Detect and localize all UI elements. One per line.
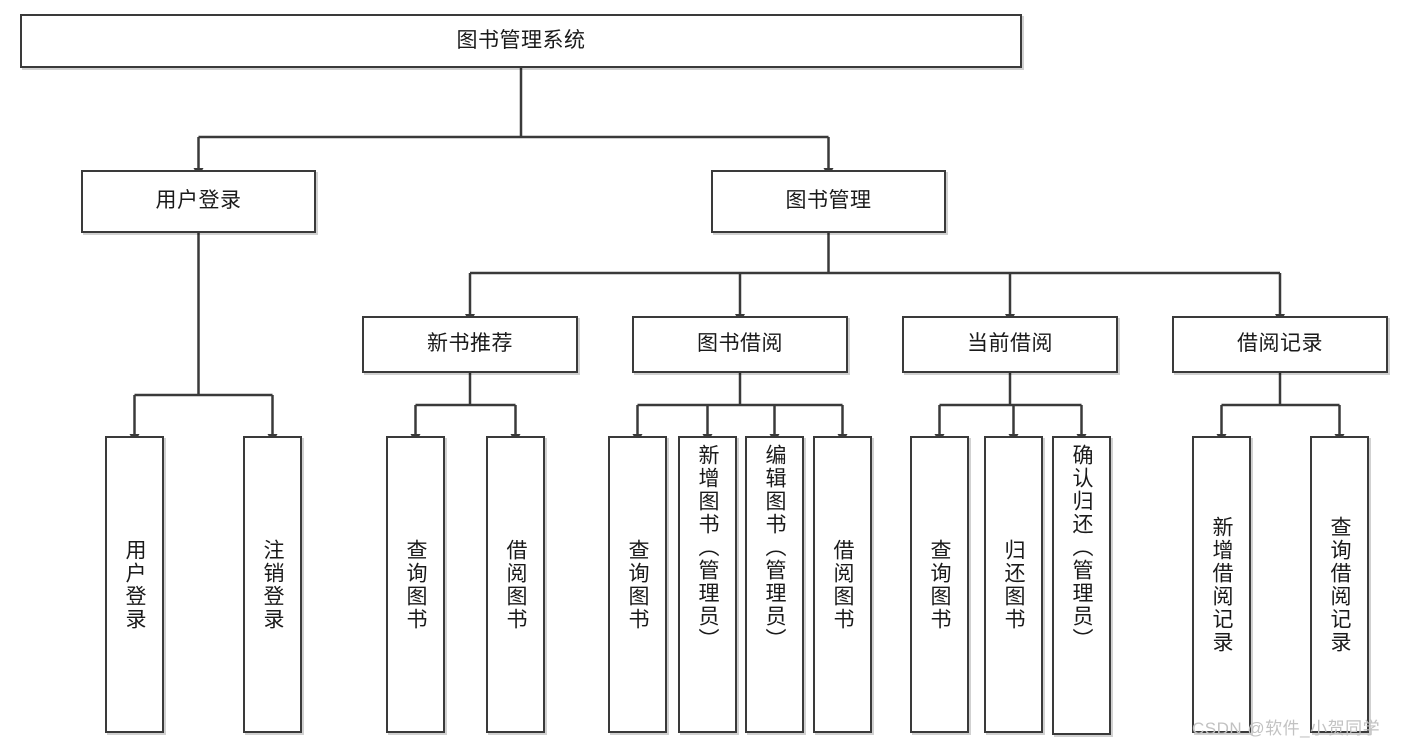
node-label: 图书管理系统 bbox=[456, 28, 586, 52]
edge-group bbox=[129, 68, 1345, 443]
node-records[interactable]: 借阅记录 bbox=[1172, 316, 1388, 373]
node-leaf-rec-1[interactable]: 新增借阅记录 bbox=[1192, 436, 1251, 733]
node-label: 新书推荐 bbox=[427, 332, 513, 356]
node-current[interactable]: 当前借阅 bbox=[902, 316, 1118, 373]
node-label: 查询图书 bbox=[404, 538, 427, 631]
node-leaf-borrow-2[interactable]: 新增图书（管理员） bbox=[678, 436, 737, 733]
node-label: 新增图书（管理员） bbox=[696, 444, 719, 651]
node-leaf-borrow-4[interactable]: 借阅图书 bbox=[813, 436, 872, 733]
node-label: 用户登录 bbox=[155, 189, 242, 213]
node-label: 查询借阅记录 bbox=[1328, 515, 1351, 654]
node-newbook[interactable]: 新书推荐 bbox=[362, 316, 578, 373]
node-label: 新增借阅记录 bbox=[1210, 515, 1233, 654]
node-label: 查询图书 bbox=[626, 538, 649, 631]
node-label: 借阅图书 bbox=[504, 538, 527, 631]
node-root[interactable]: 图书管理系统 bbox=[20, 14, 1022, 68]
node-borrow[interactable]: 图书借阅 bbox=[632, 316, 848, 373]
node-leaf-new-1[interactable]: 查询图书 bbox=[386, 436, 445, 733]
node-label: 借阅记录 bbox=[1237, 332, 1323, 356]
node-label: 借阅图书 bbox=[831, 538, 854, 631]
node-label: 编辑图书（管理员） bbox=[763, 444, 786, 651]
node-label: 当前借阅 bbox=[967, 332, 1053, 356]
node-label: 归还图书 bbox=[1002, 538, 1025, 631]
node-leaf-current-2[interactable]: 归还图书 bbox=[984, 436, 1043, 733]
node-leaf-borrow-1[interactable]: 查询图书 bbox=[608, 436, 667, 733]
node-label: 图书管理 bbox=[785, 189, 872, 213]
node-leaf-login-1[interactable]: 用户登录 bbox=[105, 436, 164, 733]
node-leaf-new-2[interactable]: 借阅图书 bbox=[486, 436, 545, 733]
node-label: 确认归还（管理员） bbox=[1070, 444, 1093, 651]
node-label: 图书借阅 bbox=[697, 332, 783, 356]
watermark: CSDN @软件_小贺同学 bbox=[1192, 719, 1381, 738]
node-login[interactable]: 用户登录 bbox=[81, 170, 316, 233]
node-leaf-borrow-3[interactable]: 编辑图书（管理员） bbox=[745, 436, 804, 733]
node-label: 用户登录 bbox=[123, 538, 146, 631]
node-bookmgmt[interactable]: 图书管理 bbox=[711, 170, 946, 233]
node-leaf-current-3[interactable]: 确认归还（管理员） bbox=[1052, 436, 1111, 735]
node-leaf-login-2[interactable]: 注销登录 bbox=[243, 436, 302, 733]
node-label: 查询图书 bbox=[928, 538, 951, 631]
node-label: 注销登录 bbox=[261, 538, 284, 631]
node-leaf-current-1[interactable]: 查询图书 bbox=[910, 436, 969, 733]
node-leaf-rec-2[interactable]: 查询借阅记录 bbox=[1310, 436, 1369, 733]
